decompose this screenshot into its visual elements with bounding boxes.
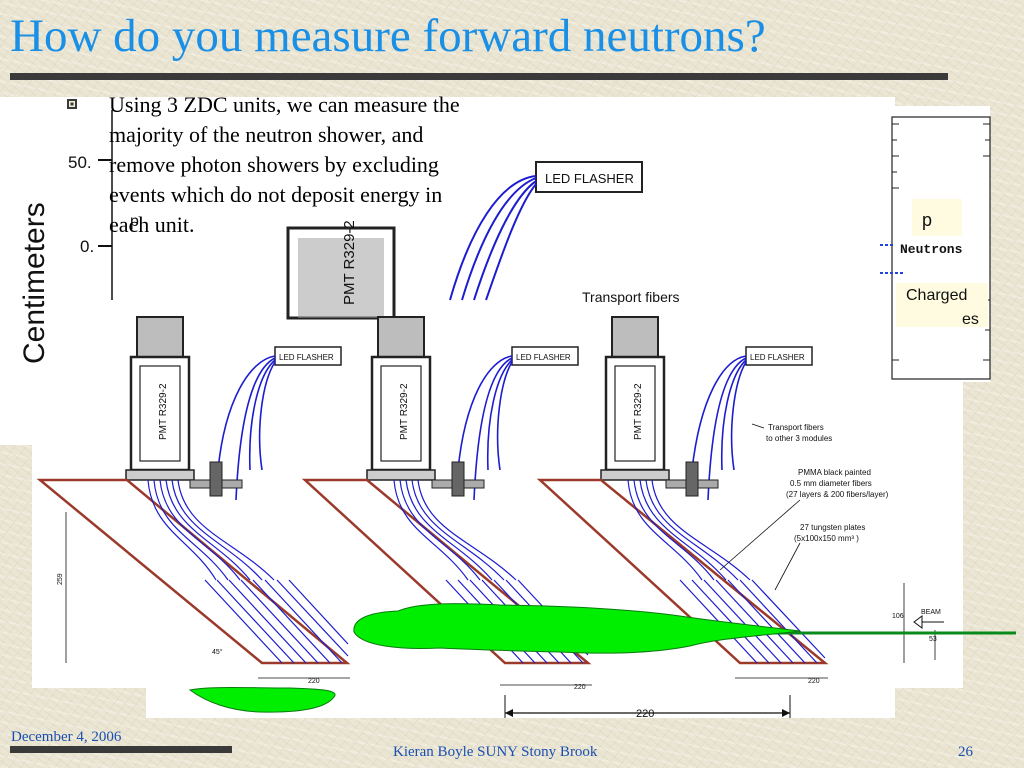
plate-note-2: (5x100x150 mm³ ) bbox=[794, 534, 859, 543]
dim-220-a: 220 bbox=[308, 678, 320, 685]
photon-shower bbox=[188, 687, 336, 713]
footer-author: Kieran Boyle SUNY Stony Brook bbox=[393, 744, 598, 760]
bg-led-flasher bbox=[535, 161, 643, 193]
footer-rule bbox=[10, 746, 232, 753]
bg-pmt-label: PMT R329-2 bbox=[341, 220, 358, 305]
dim-106: 106 bbox=[892, 613, 904, 620]
footer-date: December 4, 2006 bbox=[11, 729, 122, 745]
bg-small-p: p bbox=[130, 213, 139, 230]
bullet-square-icon bbox=[67, 99, 77, 109]
dim-45: 45° bbox=[212, 648, 223, 656]
tick-0: 0. bbox=[80, 237, 94, 256]
pmt-label-2: PMT R329-2 bbox=[399, 383, 410, 440]
dim-220-b: 220 bbox=[574, 684, 586, 691]
fiber-note-3: (27 layers & 200 fibers/layer) bbox=[786, 490, 889, 499]
bullet-item: Using 3 ZDC units, we can measure the ma… bbox=[66, 90, 478, 240]
dim-259: 259 bbox=[57, 573, 64, 585]
plate-note-1: 27 tungsten plates bbox=[800, 523, 865, 532]
led-flasher-label-1: LED FLASHER bbox=[279, 353, 334, 362]
label-neutrons: Neutrons bbox=[900, 242, 963, 257]
dim-220-bottom: 220 bbox=[636, 708, 654, 720]
bottom-figure-panel bbox=[146, 440, 895, 718]
label-es: es bbox=[962, 311, 979, 328]
title-underline bbox=[10, 73, 948, 80]
slide-title: How do you measure forward neutrons? bbox=[10, 10, 766, 62]
bg-transport-fibers: Transport fibers bbox=[582, 289, 680, 305]
fiber-note-2: 0.5 mm diameter fibers bbox=[790, 479, 872, 488]
zdc-module-3: PMT R329-2 LED FLASHER bbox=[536, 316, 829, 665]
zdc-module-1: PMT R329-2 LED FLASHER bbox=[36, 316, 351, 665]
transport-note-1: Transport fibers bbox=[768, 423, 824, 432]
fiber-note-1: PMMA black painted bbox=[798, 468, 871, 477]
beam-label: BEAM bbox=[921, 609, 941, 616]
led-flasher-label-3: LED FLASHER bbox=[750, 353, 805, 362]
led-flasher-label-2: LED FLASHER bbox=[516, 353, 571, 362]
bullet-text: Using 3 ZDC units, we can measure the ma… bbox=[109, 92, 460, 237]
page-number: 26 bbox=[958, 744, 973, 760]
background-figure: Centimeters 50. 0. PMT R329-2 LED FLASHE… bbox=[18, 110, 991, 380]
centimeters-axis-label: Centimeters bbox=[18, 202, 51, 364]
label-charged: Charged bbox=[906, 287, 967, 304]
transport-note-2: to other 3 modules bbox=[766, 434, 832, 443]
dim-220-c: 220 bbox=[808, 678, 820, 685]
label-p: p bbox=[922, 210, 932, 230]
tick-50: 50. bbox=[68, 153, 92, 172]
dim-53: 53 bbox=[929, 636, 937, 643]
zdc-figure: PMT R329-2 LED FLASHER bbox=[36, 316, 1016, 720]
neutron-shower bbox=[353, 603, 801, 654]
pmt-label-1: PMT R329-2 bbox=[158, 383, 169, 440]
bg-led-flasher-label: LED FLASHER bbox=[545, 171, 634, 186]
pmt-label-3: PMT R329-2 bbox=[633, 383, 644, 440]
